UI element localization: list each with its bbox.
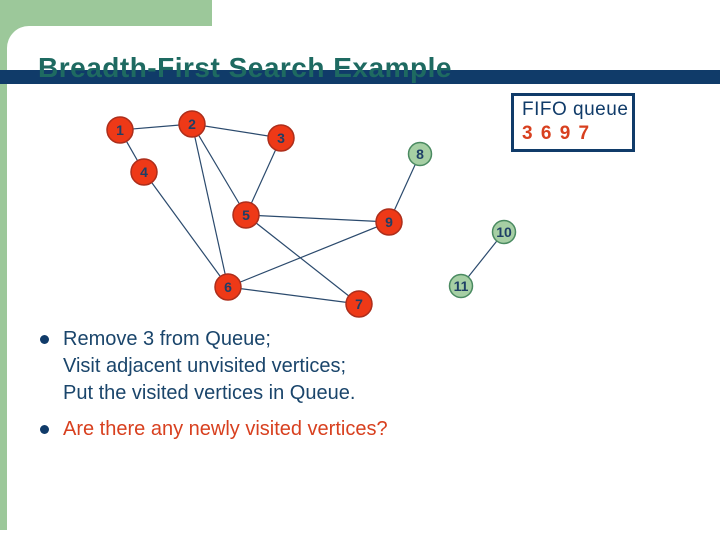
graph-node-3: 3 xyxy=(267,124,295,152)
node-label: 10 xyxy=(496,224,512,240)
node-circle-unvisited xyxy=(491,219,517,245)
left-accent-strip xyxy=(0,0,7,530)
node-label: 4 xyxy=(140,164,148,180)
node-label: 8 xyxy=(416,146,424,162)
node-circle-visited xyxy=(267,124,295,152)
graph-node-7: 7 xyxy=(345,290,373,318)
graph-node-10: 10 xyxy=(491,219,517,245)
graph-edge-2-6 xyxy=(191,123,229,288)
node-circle-visited xyxy=(214,273,242,301)
node-label: 3 xyxy=(277,130,285,146)
node-circle-visited xyxy=(178,110,206,138)
graph-node-8: 8 xyxy=(407,141,433,167)
node-circle-visited xyxy=(130,158,158,186)
node-circle-unvisited xyxy=(407,141,433,167)
bullet-icon xyxy=(40,335,49,344)
graph-edge-2-5 xyxy=(191,123,247,216)
bullet-list: Remove 3 from Queue; Visit adjacent unvi… xyxy=(40,326,640,452)
graph-edge-3-5 xyxy=(245,137,282,216)
bullet-2-line-1: Are there any newly visited vertices? xyxy=(63,418,388,440)
graph-node-6: 6 xyxy=(214,273,242,301)
bullet-1-line-3: Put the visited vertices in Queue. xyxy=(63,382,356,404)
graph-edge-4-6 xyxy=(143,171,229,288)
graph-node-11: 11 xyxy=(448,273,474,299)
graph-edge-2-3 xyxy=(191,123,282,139)
node-circle-visited xyxy=(345,290,373,318)
node-label: 5 xyxy=(242,207,250,223)
node-circle-visited xyxy=(232,201,260,229)
bullet-text-2: Are there any newly visited vertices? xyxy=(63,416,388,443)
graph-node-2: 2 xyxy=(178,110,206,138)
node-label: 1 xyxy=(116,122,124,138)
node-label: 6 xyxy=(224,279,232,295)
page-title: Breadth-First Search Example xyxy=(38,51,452,83)
graph-edge-6-7 xyxy=(227,286,360,305)
node-circle-visited xyxy=(375,208,403,236)
fifo-queue-label: FIFO queue xyxy=(522,99,629,120)
node-label: 7 xyxy=(355,296,363,312)
graph-node-4: 4 xyxy=(130,158,158,186)
fifo-queue-box: FIFO queue 3 6 9 7 xyxy=(511,93,635,152)
bullet-item-1: Remove 3 from Queue; Visit adjacent unvi… xyxy=(40,326,640,407)
graph-node-9: 9 xyxy=(375,208,403,236)
graph-node-5: 5 xyxy=(232,201,260,229)
graph-edge-5-7 xyxy=(245,214,360,305)
graph-edge-6-9 xyxy=(227,221,390,288)
graph-node-1: 1 xyxy=(106,116,134,144)
node-label: 11 xyxy=(454,278,469,294)
bullet-icon xyxy=(40,425,49,434)
node-label: 9 xyxy=(385,214,393,230)
node-label: 2 xyxy=(188,116,196,132)
node-circle-visited xyxy=(106,116,134,144)
bullet-item-2: Are there any newly visited vertices? xyxy=(40,416,640,443)
node-circle-unvisited xyxy=(448,273,474,299)
fifo-queue-values: 3 6 9 7 xyxy=(522,123,591,144)
bullet-1-line-1: Remove 3 from Queue; xyxy=(63,328,271,350)
bullet-text-1: Remove 3 from Queue; Visit adjacent unvi… xyxy=(63,326,355,407)
title-divider-bar xyxy=(0,70,720,84)
graph-edge-5-9 xyxy=(245,214,390,223)
bullet-1-line-2: Visit adjacent unvisited vertices; xyxy=(63,355,347,377)
